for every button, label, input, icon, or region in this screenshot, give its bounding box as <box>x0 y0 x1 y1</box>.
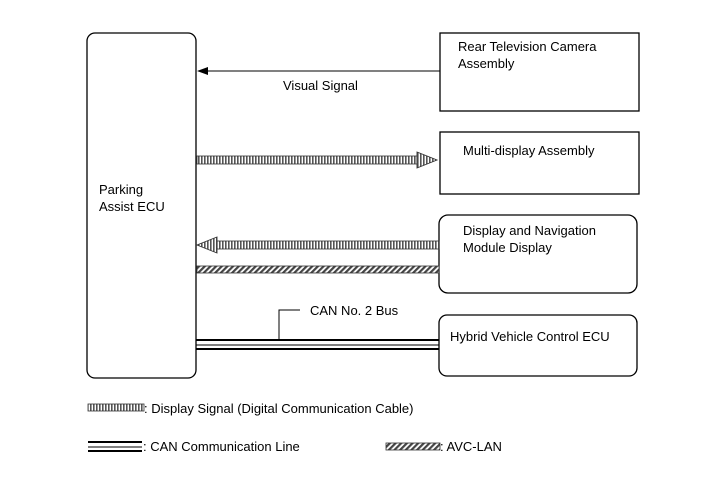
parking-assist-ecu-label: Parking Assist ECU <box>99 182 165 214</box>
multi-display-label: Multi-display Assembly <box>463 143 595 158</box>
legend-can-line-label: : CAN Communication Line <box>143 439 300 454</box>
avc-lan-line <box>196 265 440 274</box>
legend-avc-lan-sample <box>385 442 441 451</box>
multi-display-box <box>439 131 640 195</box>
can-bus-leader <box>278 309 300 340</box>
can-line <box>196 339 439 350</box>
rear-camera-box <box>439 32 640 112</box>
nav-display-label: Display and Navigation Module Display <box>463 223 596 255</box>
visual-signal-label: Visual Signal <box>283 78 358 93</box>
nav-display-box <box>438 214 638 294</box>
legend-display-signal-sample <box>87 403 145 412</box>
display-signal-from-nav <box>216 240 440 250</box>
visual-signal-arrowhead <box>197 67 208 75</box>
display-signal-to-multi <box>196 155 418 165</box>
display-signal-to-multi-arrowhead <box>416 151 439 169</box>
hybrid-ecu-box <box>438 314 638 377</box>
legend-avc-lan-label: : AVC-LAN <box>440 439 502 454</box>
legend-display-signal-label: : Display Signal (Digital Communication … <box>144 401 414 416</box>
parking-assist-ecu-box <box>86 32 197 379</box>
rear-camera-label: Rear Television Camera Assembly <box>458 39 597 71</box>
hybrid-ecu-label: Hybrid Vehicle Control ECU <box>450 329 610 344</box>
can-bus-label: CAN No. 2 Bus <box>310 303 399 318</box>
legend-can-line-sample <box>88 441 142 452</box>
display-signal-from-nav-arrowhead <box>195 236 218 254</box>
